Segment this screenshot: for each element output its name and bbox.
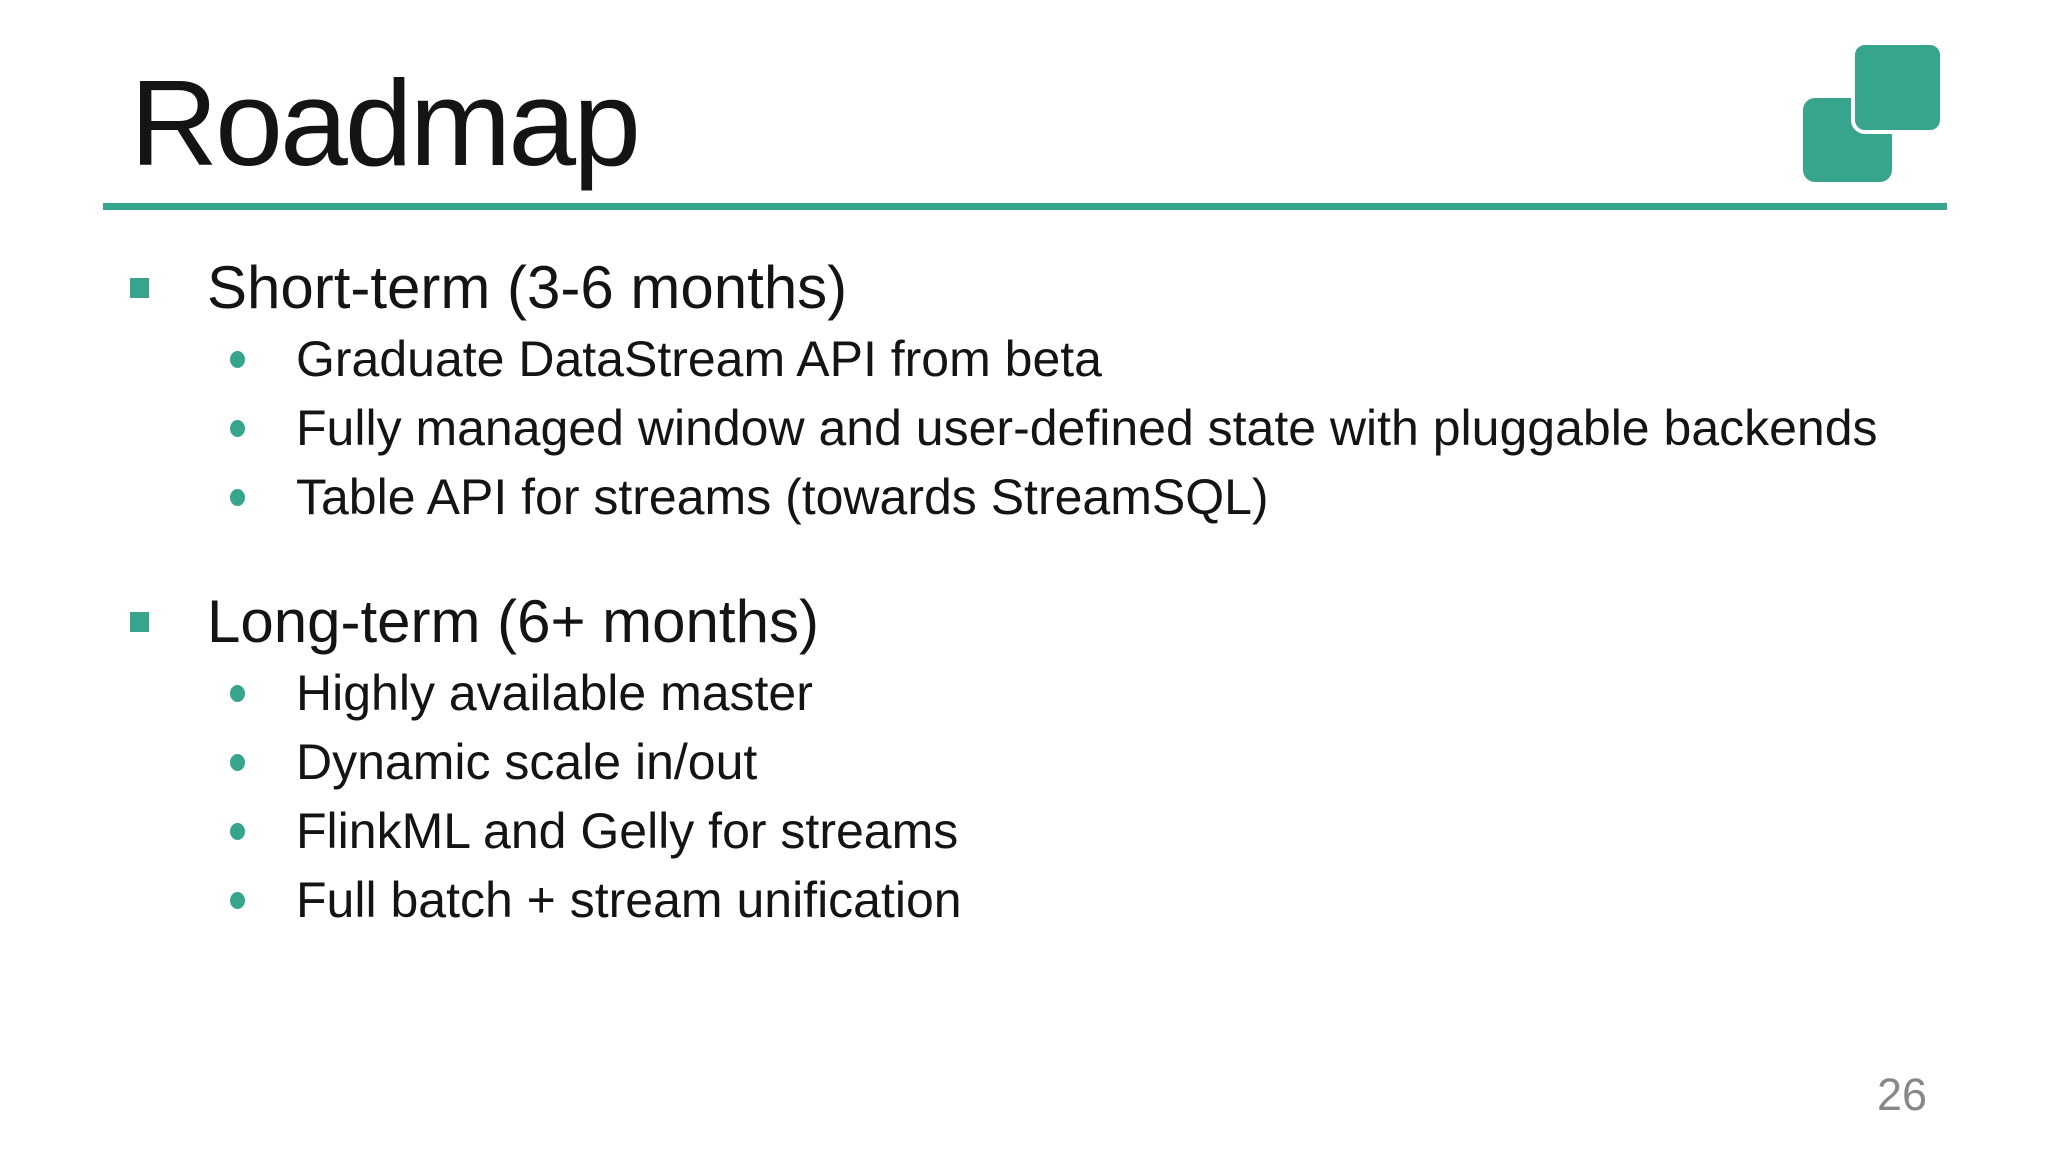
title-divider xyxy=(103,203,1947,210)
list-item: Dynamic scale in/out xyxy=(130,735,1890,790)
list-item-label: Full batch + stream unification xyxy=(296,872,962,928)
list-item: Table API for streams (towards StreamSQL… xyxy=(130,470,1890,525)
slide-body: Short-term (3-6 months) Graduate DataStr… xyxy=(130,252,1890,928)
square-bullet-icon xyxy=(130,278,149,298)
list-item-label: FlinkML and Gelly for streams xyxy=(296,803,959,859)
section-heading: Short-term (3-6 months) xyxy=(130,252,1890,324)
section-short-term: Short-term (3-6 months) Graduate DataStr… xyxy=(130,252,1890,525)
bullet-list: Graduate DataStream API from beta Fully … xyxy=(130,332,1890,525)
list-item: Graduate DataStream API from beta xyxy=(130,332,1890,387)
dot-bullet-icon xyxy=(230,754,245,771)
list-item-label: Table API for streams (towards StreamSQL… xyxy=(296,469,1269,525)
list-item-label: Highly available master xyxy=(296,665,813,721)
list-item: Full batch + stream unification xyxy=(130,873,1890,928)
page-number: 26 xyxy=(1876,1069,1927,1120)
list-item-label: Dynamic scale in/out xyxy=(296,734,758,790)
logo-front-square xyxy=(1851,41,1944,134)
list-item-label: Graduate DataStream API from beta xyxy=(296,331,1102,387)
list-item-label: Fully managed window and user-defined st… xyxy=(296,400,1878,456)
list-item: Highly available master xyxy=(130,666,1890,721)
dot-bullet-icon xyxy=(230,351,245,368)
dot-bullet-icon xyxy=(230,823,245,840)
bullet-list: Highly available master Dynamic scale in… xyxy=(130,666,1890,928)
dot-bullet-icon xyxy=(230,685,245,702)
section-heading: Long-term (6+ months) xyxy=(130,586,1890,658)
square-bullet-icon xyxy=(130,612,149,632)
dot-bullet-icon xyxy=(230,489,245,506)
section-heading-label: Short-term (3-6 months) xyxy=(207,254,848,321)
dot-bullet-icon xyxy=(230,892,245,909)
section-heading-label: Long-term (6+ months) xyxy=(207,588,819,655)
list-item: FlinkML and Gelly for streams xyxy=(130,804,1890,859)
slide-title: Roadmap xyxy=(130,55,641,191)
section-long-term: Long-term (6+ months) Highly available m… xyxy=(130,586,1890,928)
list-item: Fully managed window and user-defined st… xyxy=(130,401,1890,456)
dot-bullet-icon xyxy=(230,420,245,437)
logo-squares-icon xyxy=(1803,41,1944,182)
